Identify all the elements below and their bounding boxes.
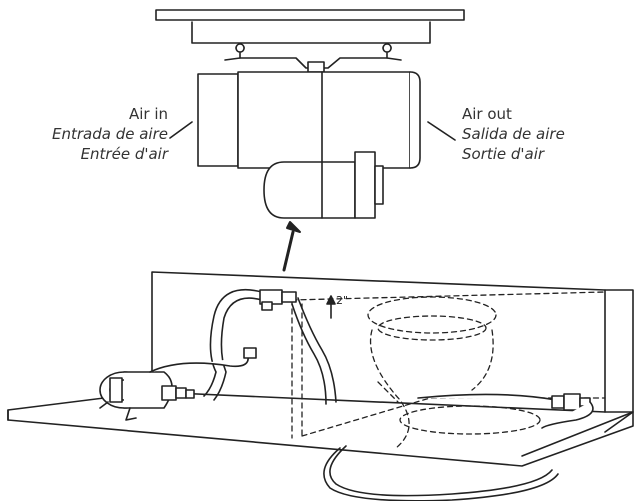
clearance-arrow-icon	[326, 295, 336, 319]
air-out-label: Air out Salida de aire Sortie d'air	[462, 104, 565, 164]
air-in-en: Air in	[128, 105, 168, 123]
power-cord	[323, 445, 559, 501]
air-out-es: Salida de aire	[462, 125, 565, 143]
clearance-label: 2"	[336, 294, 349, 307]
air-in-es: Entrada de aire	[52, 125, 168, 143]
air-out-leader	[427, 121, 456, 141]
duct-hose	[203, 288, 337, 405]
drain-line	[417, 393, 594, 429]
fan-unit	[197, 71, 421, 219]
air-in-fr: Entrée d'air	[80, 145, 168, 163]
ceiling-mount	[155, 9, 465, 73]
air-in-label: Air in Entrada de aire Entrée d'air	[52, 104, 168, 164]
air-out-fr: Sortie d'air	[462, 145, 545, 163]
air-out-en: Air out	[462, 105, 512, 123]
install-arrow-icon	[282, 221, 301, 272]
cabinet	[7, 271, 634, 467]
air-in-leader	[169, 121, 193, 139]
pump-assembly	[99, 347, 257, 421]
